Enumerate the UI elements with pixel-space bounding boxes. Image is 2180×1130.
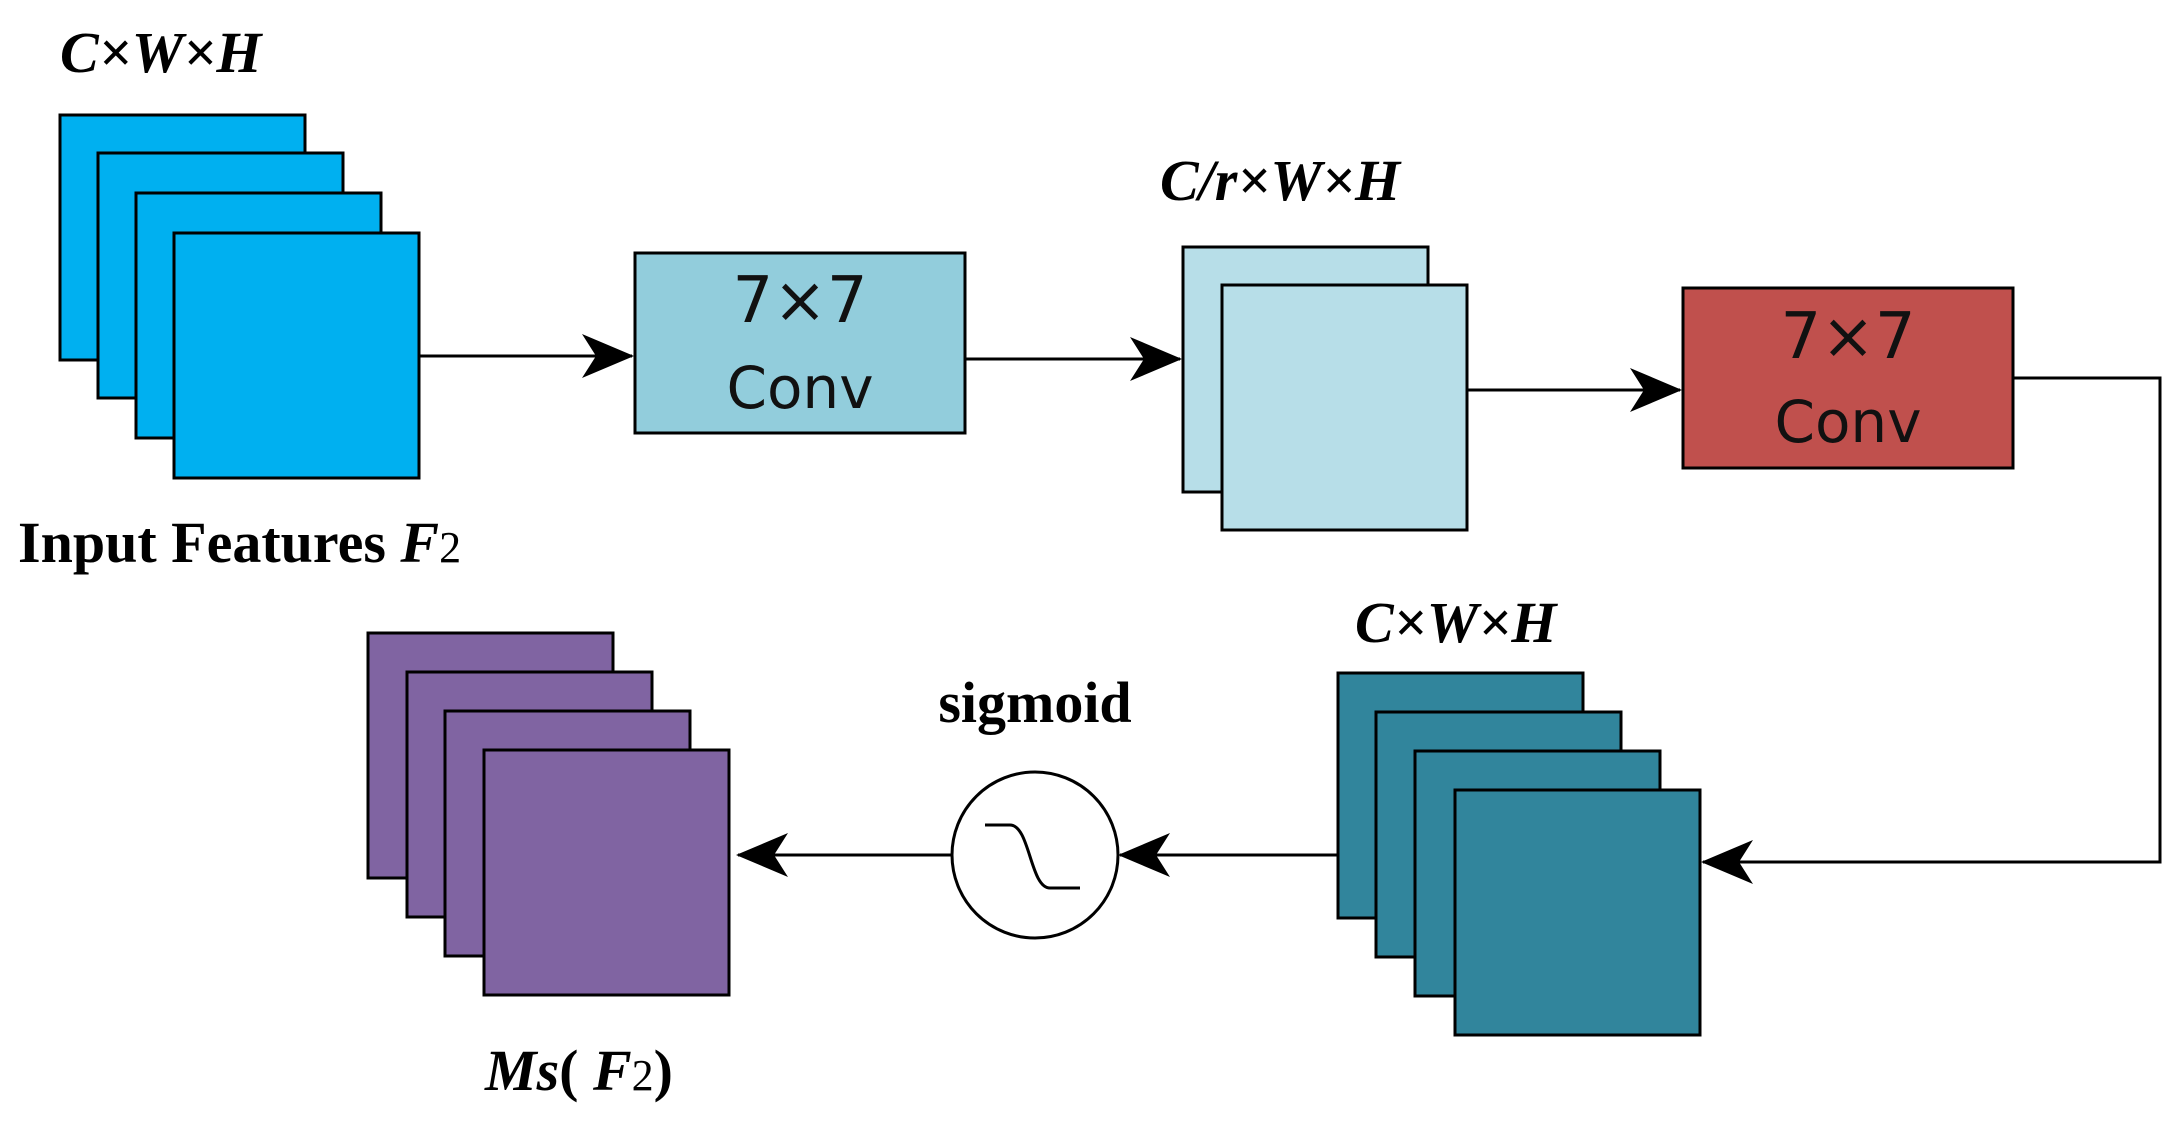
conv1-box bbox=[633, 251, 967, 435]
conv1-type-label: Conv bbox=[726, 354, 873, 422]
conv2-kernel-label: 7×7 bbox=[1780, 300, 1915, 374]
output-close-text: ) bbox=[654, 1038, 673, 1103]
result-feature-stack bbox=[366, 631, 731, 997]
out-dims-label: C×W×H bbox=[1355, 590, 1558, 655]
conv2-block: 7×7 Conv bbox=[1681, 286, 2015, 470]
output-feature-stack bbox=[1336, 671, 1702, 1037]
output-var-text: F bbox=[592, 1038, 632, 1103]
reduced-feature-stack bbox=[1181, 245, 1469, 532]
input-title-text: Input Features bbox=[18, 510, 400, 575]
sigmoid-label: sigmoid bbox=[938, 670, 1131, 735]
conv1-block: 7×7 Conv bbox=[633, 251, 967, 435]
input-layer-4 bbox=[172, 231, 421, 480]
input-var-text: F bbox=[399, 510, 439, 575]
out-layer-4 bbox=[1453, 788, 1702, 1037]
output-map-label: Ms( F2) bbox=[484, 1038, 673, 1103]
input-feature-stack bbox=[58, 113, 421, 480]
input-features-label: Input Features F2 bbox=[18, 510, 461, 575]
sigmoid-curve-icon bbox=[950, 770, 1120, 940]
mid-dims-label: C/r×W×H bbox=[1160, 148, 1402, 213]
input-dims-label: C×W×H bbox=[60, 20, 263, 85]
output-sub-text: 2 bbox=[632, 1051, 654, 1100]
output-fn-text: Ms bbox=[484, 1038, 559, 1103]
conv2-type-label: Conv bbox=[1774, 388, 1921, 456]
connector-conv2-to-output bbox=[1701, 376, 2162, 884]
conv2-box bbox=[1681, 286, 2015, 470]
output-open-text: ( bbox=[559, 1038, 593, 1103]
result-layer-4 bbox=[482, 748, 731, 997]
sigmoid-curve bbox=[985, 823, 1080, 890]
sigmoid-circle bbox=[950, 770, 1120, 940]
conv1-kernel-label: 7×7 bbox=[732, 264, 867, 338]
mid-layer-2 bbox=[1220, 283, 1469, 532]
input-sub-text: 2 bbox=[439, 523, 461, 572]
